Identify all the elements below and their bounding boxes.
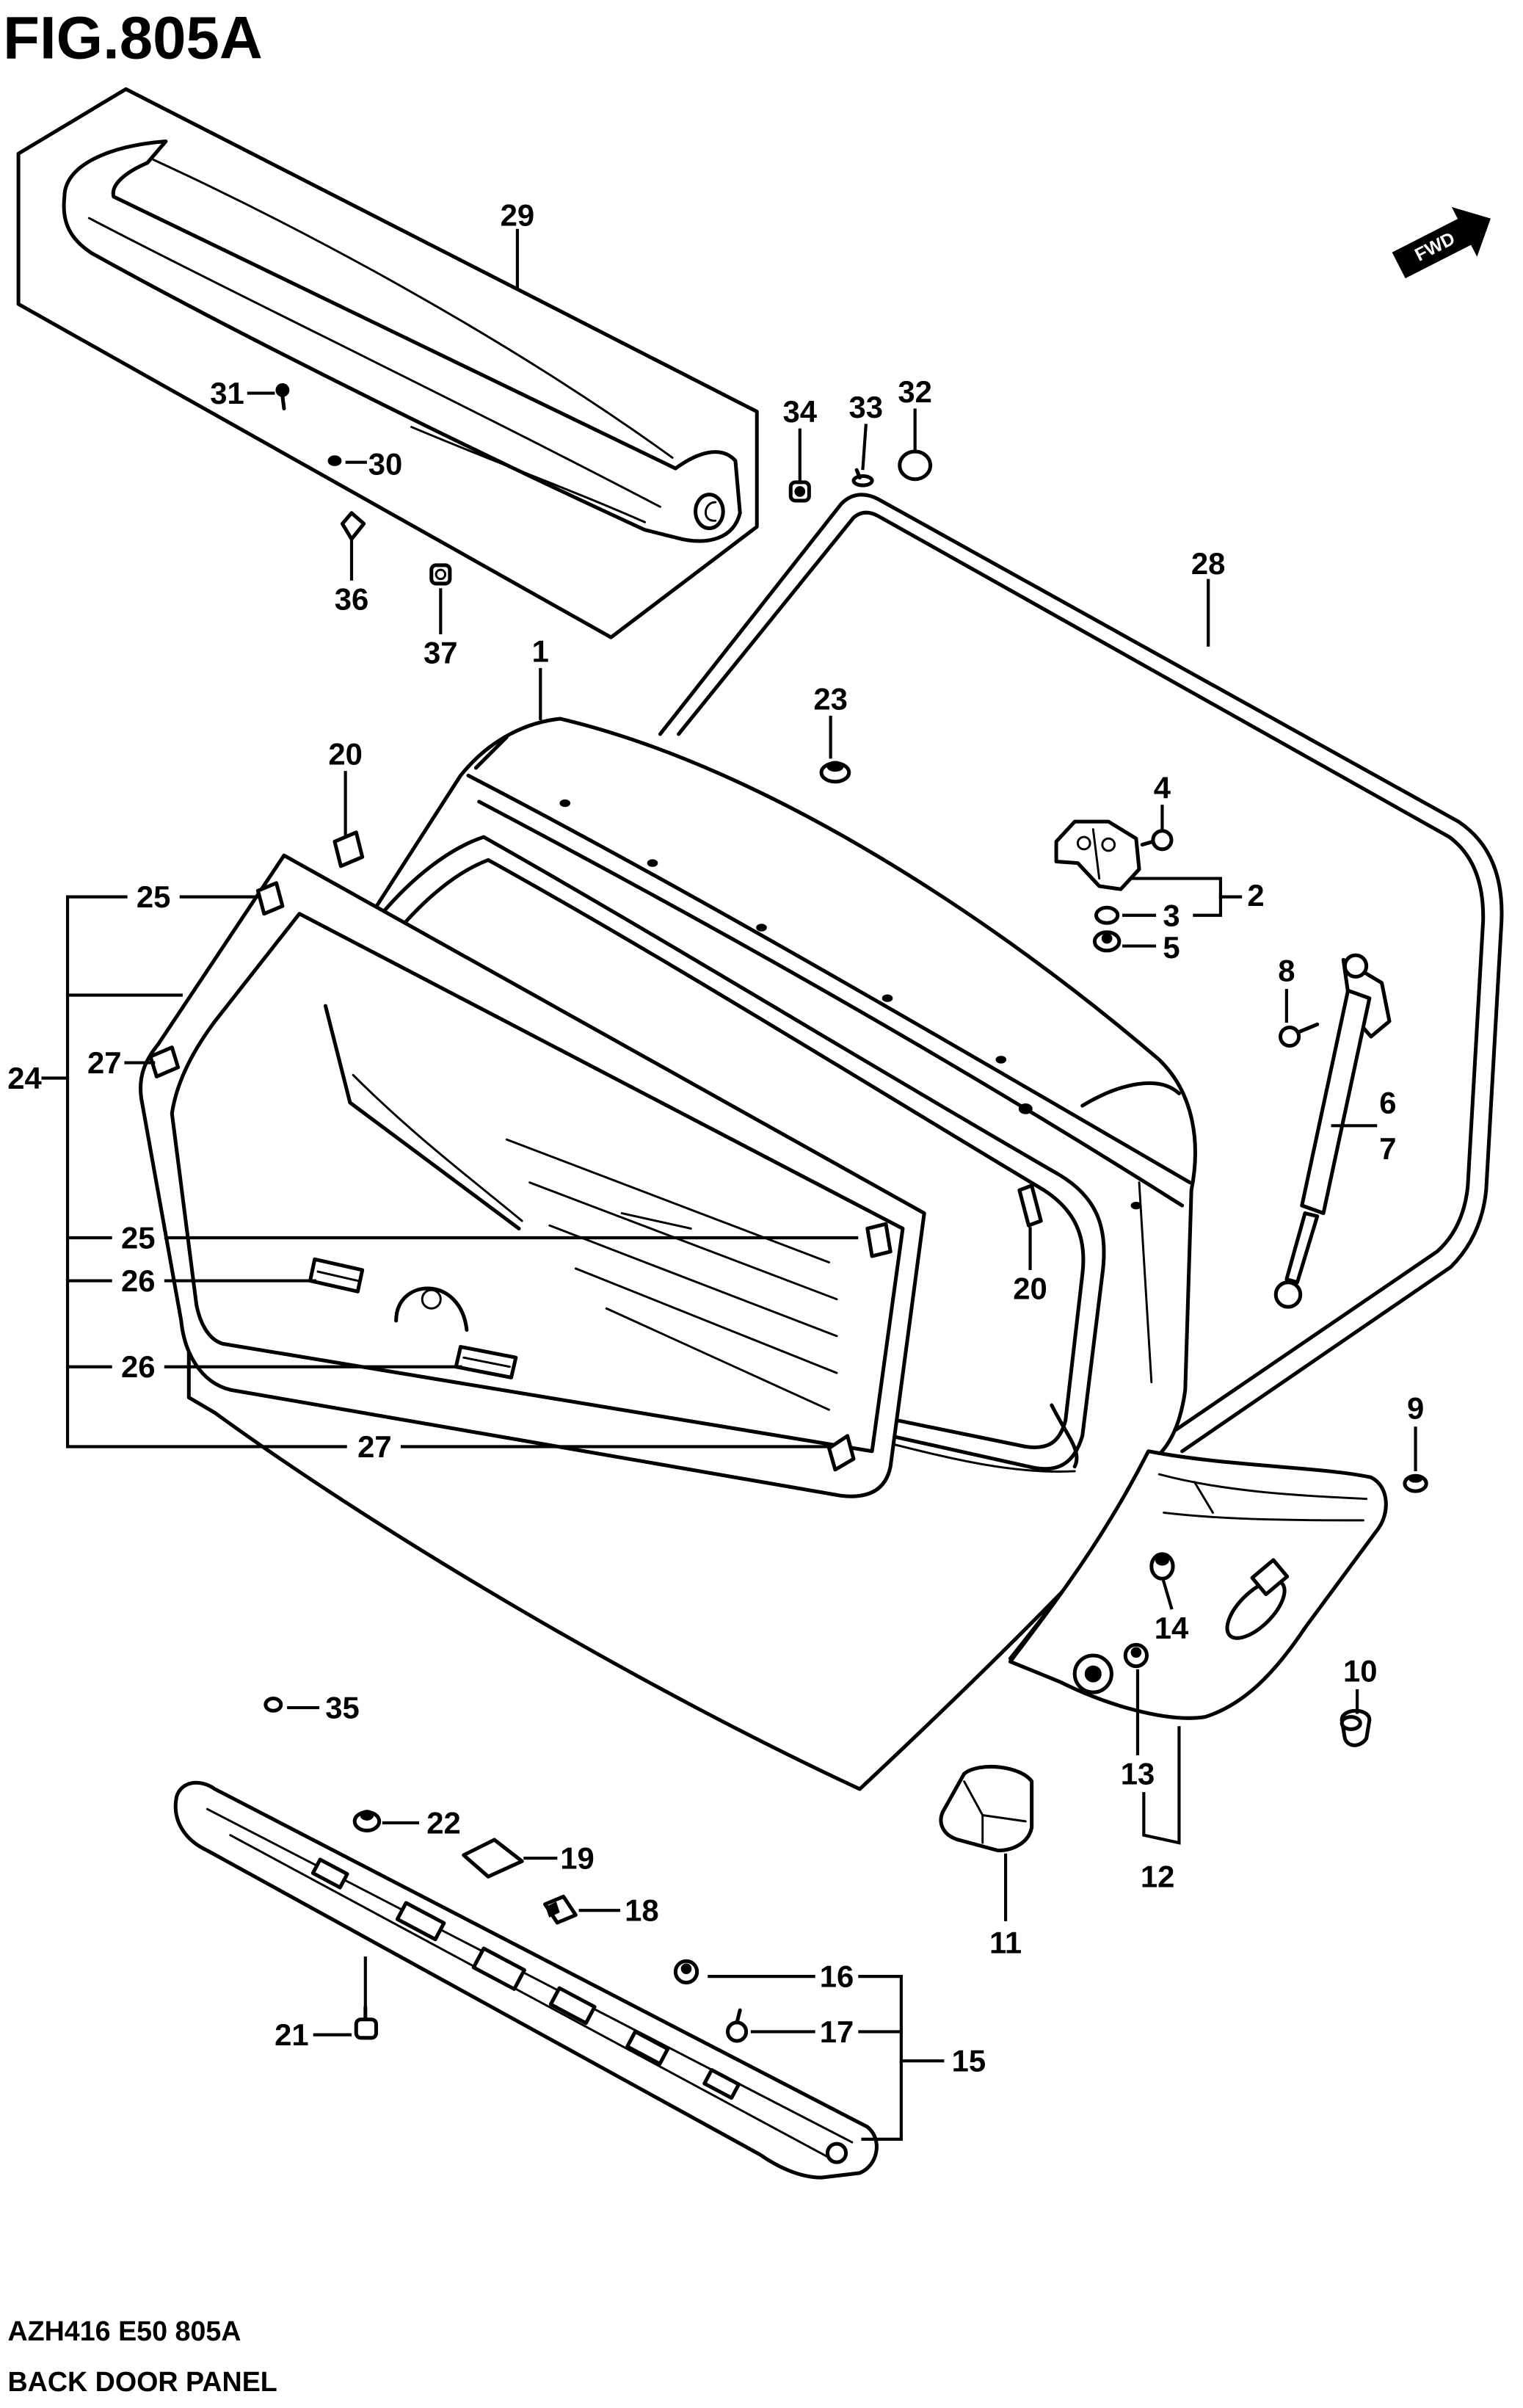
callout-25-upper: 25 — [137, 880, 171, 914]
tape-26-lower-icon — [454, 1345, 518, 1379]
garnish-bar-15 — [173, 1780, 879, 2180]
lamp-housing-11 — [939, 1764, 1034, 1853]
grommet-32-icon — [898, 449, 933, 482]
spoiler-29 — [62, 139, 742, 543]
callout-19: 19 — [560, 1841, 595, 1876]
callout-27-lower: 27 — [357, 1429, 392, 1464]
spacer-25-lower-icon — [865, 1222, 893, 1258]
clip-18-icon — [543, 1894, 578, 1925]
pad-19-icon — [462, 1838, 524, 1879]
callout-22: 22 — [426, 1805, 461, 1840]
bolt-4-icon — [1140, 829, 1174, 852]
callout-4: 4 — [1154, 771, 1171, 805]
callout-30: 30 — [368, 446, 403, 481]
callout-7: 7 — [1379, 1131, 1396, 1166]
nut-22-icon — [352, 1810, 382, 1832]
callout-10: 10 — [1343, 1653, 1378, 1688]
garnish-12 — [1008, 1449, 1388, 1720]
nut-37-icon — [429, 563, 452, 586]
callout-23: 23 — [813, 681, 848, 716]
clip-35-icon — [263, 1697, 283, 1713]
callout-31: 31 — [210, 376, 244, 410]
callout-29: 29 — [501, 197, 535, 232]
clip-9-icon — [1403, 1473, 1428, 1493]
callout-32: 32 — [898, 374, 932, 409]
callout-33: 33 — [848, 390, 883, 424]
bumper-23-icon — [819, 761, 851, 784]
callout-2: 2 — [1247, 878, 1264, 913]
callout-21: 21 — [275, 2017, 309, 2052]
callout-16: 16 — [820, 1959, 854, 1994]
callout-24: 24 — [7, 1061, 42, 1095]
callout-11: 11 — [989, 1926, 1022, 1960]
fwd-arrow-icon: FWD — [1392, 207, 1491, 279]
callout-36: 36 — [335, 581, 369, 616]
bolt-31-icon — [275, 382, 290, 410]
callout-13: 13 — [1121, 1757, 1155, 1791]
callout-14: 14 — [1155, 1611, 1189, 1645]
clip-20-right-icon — [1017, 1183, 1043, 1227]
callout-28: 28 — [1191, 546, 1226, 581]
bolt-21-icon — [354, 2005, 378, 2040]
callout-25-lower: 25 — [121, 1221, 156, 1255]
callout-26-upper: 26 — [121, 1263, 156, 1298]
nut-34-icon — [788, 480, 811, 503]
callout-17: 17 — [820, 2014, 854, 2049]
callout-35: 35 — [325, 1691, 360, 1725]
screw-33-icon — [851, 468, 874, 487]
callout-3: 3 — [1163, 898, 1179, 932]
footer-code: AZH416 E50 805A — [7, 2315, 241, 2346]
spoiler-frame — [16, 87, 759, 639]
bolt-8-icon — [1278, 1022, 1320, 1048]
callout-27-left: 27 — [87, 1045, 122, 1080]
callout-37: 37 — [424, 636, 458, 670]
callout-20-right: 20 — [1013, 1272, 1047, 1306]
callout-26-lower: 26 — [121, 1349, 156, 1384]
weatherstrip-28 — [658, 493, 1504, 1454]
nut-13-icon — [1123, 1642, 1149, 1669]
callout-12: 12 — [1141, 1860, 1175, 1894]
spacer-27-left-icon — [148, 1045, 181, 1078]
tape-26-upper-icon — [308, 1257, 365, 1294]
nut-3-icon — [1094, 905, 1120, 925]
screw-17-icon — [725, 2008, 749, 2043]
callout-34: 34 — [783, 394, 818, 429]
callout-9: 9 — [1407, 1391, 1424, 1426]
callout-8: 8 — [1278, 954, 1295, 988]
figure-title: FIG.805A — [3, 5, 263, 72]
hinge-2 — [1054, 819, 1141, 891]
clip-30-icon — [327, 455, 342, 466]
callout-18: 18 — [625, 1893, 659, 1928]
callout-labels: 29 31 30 34 33 32 36 37 28 1 23 20 4 2 3… — [7, 197, 1424, 2078]
callout-20-upper: 20 — [328, 737, 363, 772]
callout-1: 1 — [532, 634, 549, 668]
leader-lines — [41, 228, 1417, 2141]
gas-strut-6-7 — [1273, 953, 1392, 1309]
spacer-27-lower-icon — [827, 1434, 856, 1472]
clip-36-icon — [340, 511, 366, 541]
clip-20-upper-icon — [332, 830, 365, 868]
nut-16-icon — [673, 1959, 699, 1985]
spacer-25-upper-icon — [255, 881, 285, 916]
callout-5: 5 — [1163, 930, 1179, 965]
footer-caption: BACK DOOR PANEL — [7, 2366, 277, 2397]
clip-10-icon — [1340, 1708, 1372, 1747]
callout-15: 15 — [952, 2044, 986, 2078]
nut-5-icon — [1092, 930, 1122, 953]
clip-14-icon — [1149, 1552, 1175, 1581]
callout-6: 6 — [1379, 1085, 1396, 1120]
